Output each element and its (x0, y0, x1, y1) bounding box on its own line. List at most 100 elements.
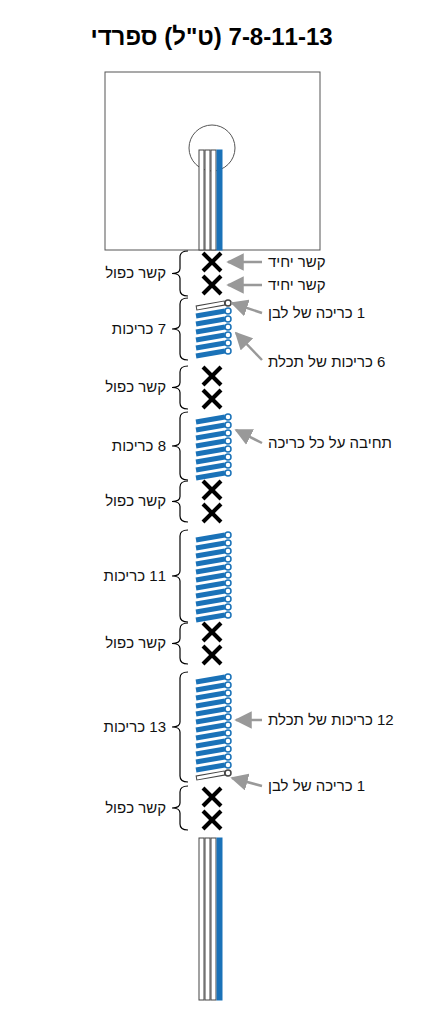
tuck-loop (225, 422, 231, 428)
group-brace (172, 298, 188, 360)
winding (196, 773, 225, 778)
tuck-loop (225, 722, 231, 728)
tuck-loop (225, 430, 231, 436)
white-string (199, 150, 204, 250)
winding (196, 677, 225, 682)
winding (196, 607, 225, 612)
knot-cross (203, 390, 221, 408)
group-brace (172, 530, 188, 622)
winding (196, 465, 225, 470)
knot-cross (203, 623, 221, 641)
knot-cross (203, 253, 221, 271)
knot-cross (203, 276, 221, 294)
winding (196, 319, 225, 324)
winding (196, 765, 225, 770)
winding (196, 343, 225, 348)
tuck-loop (225, 674, 231, 680)
tuck-loop (225, 762, 231, 768)
knot-cross (203, 481, 221, 499)
winding (196, 457, 225, 462)
tuck-loop (225, 572, 231, 578)
group-label: קשר כפול (105, 378, 166, 396)
tuck-loop (225, 770, 231, 776)
group-label: קשר כפול (105, 264, 166, 282)
winding (196, 615, 225, 620)
winding (196, 335, 225, 340)
winding (196, 575, 225, 580)
winding (196, 441, 225, 446)
winding (196, 757, 225, 762)
leader-arrow (232, 778, 262, 786)
white-string (199, 838, 204, 1000)
knot-cross (203, 276, 221, 294)
callout-label: קשר יחיד (268, 276, 326, 294)
tuck-loop (225, 596, 231, 602)
tuck-loop (225, 604, 231, 610)
tuck-loop (225, 414, 231, 420)
tuck-loop (225, 746, 231, 752)
winding (196, 741, 225, 746)
knot-cross (203, 623, 221, 641)
knot-cross (203, 253, 221, 271)
winding (196, 725, 225, 730)
callout-label: קשר יחיד (268, 253, 326, 271)
winding (196, 473, 225, 478)
tuck-loop (225, 698, 231, 704)
leader-arrow (236, 719, 262, 722)
winding (196, 303, 225, 308)
group-label: קשר כפול (105, 492, 166, 510)
tuck-loop (225, 682, 231, 688)
leader-arrow (228, 284, 262, 287)
winding (196, 685, 225, 690)
callout-label: 6 כריכות של תכלת (268, 353, 385, 371)
white-string (205, 150, 210, 250)
winding (196, 433, 225, 438)
knot-cross (203, 390, 221, 408)
group-brace (172, 623, 188, 664)
tuck-loop (225, 612, 231, 618)
white-winding (197, 303, 224, 308)
group-brace (172, 412, 188, 480)
group-label: 11 כריכות (104, 567, 166, 585)
group-brace (172, 786, 188, 830)
winding (196, 543, 225, 548)
winding (196, 749, 225, 754)
white-string (211, 150, 216, 250)
tuck-loop (225, 470, 231, 476)
winding (196, 583, 225, 588)
winding (196, 733, 225, 738)
callout-label: 1 כריכה של לבן (268, 304, 365, 322)
group-brace (172, 672, 188, 782)
group-label: 13 כריכות (104, 718, 166, 736)
group-brace (172, 366, 188, 409)
windings (196, 300, 231, 778)
tuck-loop (225, 438, 231, 444)
group-label: 8 כריכות (112, 437, 166, 455)
tuck-loop (225, 690, 231, 696)
winding (196, 425, 225, 430)
winding (196, 559, 225, 564)
blue-string (217, 150, 222, 250)
knot-cross (203, 646, 221, 664)
tuck-loop (225, 556, 231, 562)
garment-corner (105, 72, 320, 250)
winding (196, 351, 225, 356)
knot-cross (203, 504, 221, 522)
tuck-loop (225, 548, 231, 554)
tuck-loop (225, 332, 231, 338)
tuck-loop (225, 730, 231, 736)
group-label: קשר כפול (105, 634, 166, 652)
winding (196, 709, 225, 714)
tuck-loop (225, 446, 231, 452)
winding (196, 591, 225, 596)
knot-cross (203, 367, 221, 385)
group-brace (172, 251, 188, 296)
tuck-loop (225, 738, 231, 744)
tuck-loop (225, 340, 231, 346)
tuck-loop (225, 300, 231, 306)
leader-arrow (232, 303, 262, 313)
knot-cross (203, 811, 221, 829)
winding (196, 701, 225, 706)
winding (196, 535, 225, 540)
